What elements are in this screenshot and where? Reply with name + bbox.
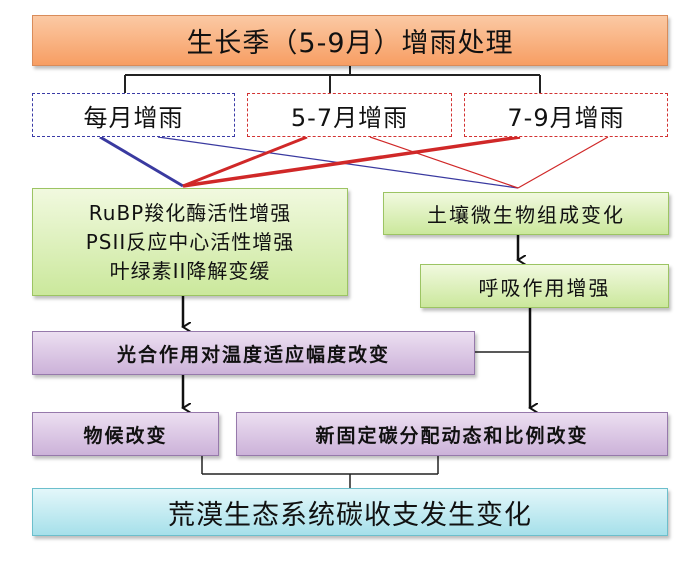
rubp-line: RuBP羧化酶活性增强 <box>88 200 292 225</box>
carbon-allocation-box: 新固定碳分配动态和比例改变 <box>236 412 668 456</box>
may-jul-to-soil-link <box>369 136 519 189</box>
treatment-links <box>99 135 609 189</box>
phenology-box: 物候改变 <box>32 412 219 456</box>
plant-physiology-box: RuBP羧化酶活性增强 PSII反应中心活性增强 叶绿素II降解变缓 <box>32 188 348 296</box>
respiration-box: 呼吸作用增强 <box>420 264 669 308</box>
rain-treatment-title: 生长季（5-9月）增雨处理 <box>32 15 668 66</box>
flow-arrows <box>183 235 530 408</box>
treatment-monthly: 每月增雨 <box>32 93 235 137</box>
psii-line: PSII反应中心活性增强 <box>85 229 295 254</box>
treatment-may-jul: 5-7月增雨 <box>247 93 452 137</box>
soil-microbe-box: 土壤微生物组成变化 <box>383 192 669 235</box>
treatment-jul-sep: 7-9月增雨 <box>464 93 668 137</box>
carbon-budget-result-box: 荒漠生态系统碳收支发生变化 <box>32 488 668 536</box>
jul-sep-to-plant-link <box>182 135 521 188</box>
jul-sep-to-soil-link <box>517 136 609 189</box>
photosynthesis-temperature-box: 光合作用对温度适应幅度改变 <box>32 331 475 375</box>
monthly-to-plant-link <box>99 135 184 188</box>
misc-connectors <box>201 351 530 488</box>
chlorophyll-line: 叶绿素II降解变缓 <box>109 258 271 283</box>
may-jul-to-plant-link <box>182 135 308 188</box>
title-bracket <box>124 66 541 93</box>
